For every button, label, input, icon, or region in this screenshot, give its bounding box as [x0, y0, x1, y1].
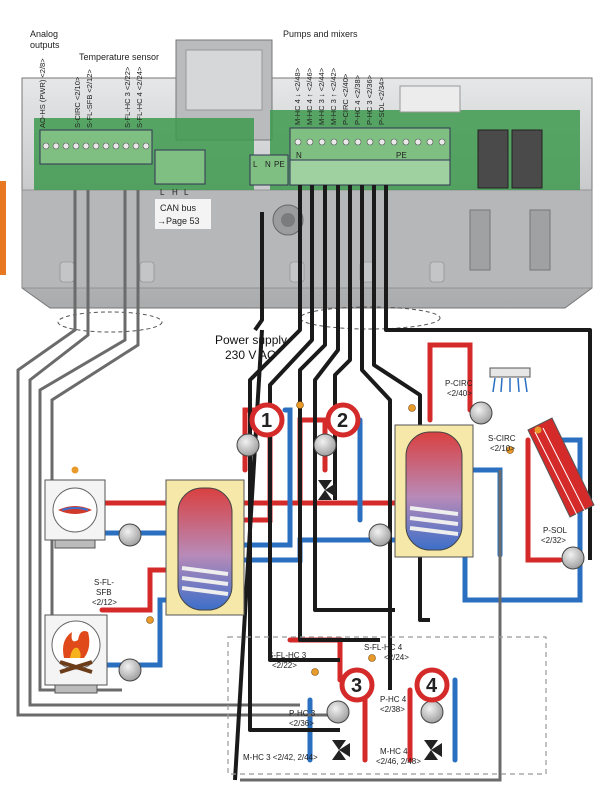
- label-m-hc4: M-HC 4: [380, 747, 408, 756]
- terminal-label-m-hc3-down: M-HC 3 ↓ <2/44>: [317, 67, 326, 125]
- can-bus-page-ref: →Page 53: [157, 216, 200, 226]
- label-p-hc4-ref: <2/38>: [380, 705, 405, 714]
- solid-fuel-boiler: [44, 614, 108, 694]
- label-p-hc3: P-HC 3: [289, 709, 316, 718]
- can-letter-h: H: [172, 188, 178, 197]
- can-letter-l2: L: [184, 188, 189, 197]
- gas-boiler: [44, 466, 106, 549]
- terminal-label-s-fl-sfb: S-FL-SFB <2/12>: [85, 69, 94, 128]
- controller-housing: [21, 39, 593, 309]
- label-s-fl-hc3: S-FL-HC 3: [268, 651, 307, 660]
- buffer-tank: [165, 479, 245, 616]
- label-s-circ-ref: <2/10>: [490, 444, 515, 453]
- pump-icons: [118, 401, 585, 724]
- label-p-circ-ref: <2/40>: [447, 389, 472, 398]
- orange-side-bar: [0, 181, 6, 275]
- label-s-fl-hc4: S-FL-HC 4: [364, 643, 403, 652]
- label-s-circ: S-CIRC: [488, 434, 516, 443]
- terminal-label-s-fl-hc4: S-FL-HC 4 <2/24>: [135, 66, 144, 128]
- relay-block: [477, 129, 509, 189]
- label-p-sol-ref: <2/32>: [541, 536, 566, 545]
- control-cables: [233, 185, 592, 781]
- label-p-hc4: P-HC 4: [380, 695, 407, 704]
- terminal-label-s-circ: S-CIRC <2/10>: [73, 76, 82, 128]
- temperature-sensor-heading: Temperature sensor: [79, 52, 159, 62]
- circuit-rings: [249, 402, 450, 703]
- circuit-number-1: 1: [261, 410, 272, 432]
- circuit-number-4: 4: [426, 675, 438, 697]
- dhw-tank: [394, 424, 474, 558]
- analog-outputs-heading: Analog: [30, 29, 58, 39]
- label-p-sol: P-SOL: [543, 526, 568, 535]
- power-supply-label: Power supply: [215, 333, 287, 347]
- mains-letter-pe: PE: [274, 160, 285, 169]
- analog-outputs-heading-2: outputs: [30, 40, 60, 50]
- terminal-label-m-hc3-up: M-HC 3 ↑ <2/42>: [329, 67, 338, 125]
- terminal-label-ao-hs: AO-HS (PWR) <2/8>: [38, 58, 47, 128]
- terminal-label-p-circ: P-CIRC <2/40>: [341, 73, 350, 125]
- cable-entry-marker-left: [57, 311, 163, 333]
- terminal-label-p-hc4: P-HC 4 <2/38>: [353, 74, 362, 125]
- can-letter-l1: L: [160, 188, 165, 197]
- can-bus-label: CAN bus: [160, 203, 197, 213]
- label-s-fl-hc3-ref: <2/22>: [272, 661, 297, 670]
- terminal-label-s-fl-hc3: S-FL-HC 3 <2/22>: [123, 66, 132, 128]
- mixing-valve-icons: [318, 480, 442, 760]
- mains-terminal-strip: [249, 154, 289, 186]
- label-s-fl-sfb-2: SFB: [96, 588, 112, 597]
- heating-circuit-frame: [227, 636, 547, 775]
- circuit-number-3: 3: [351, 675, 362, 697]
- terminal-label-p-sol: P-SOL <2/34>: [377, 77, 386, 125]
- label-s-fl-sfb-ref: <2/12>: [92, 598, 117, 607]
- output-letter-pe: PE: [396, 151, 407, 160]
- label-p-circ: P-CIRC: [445, 379, 473, 388]
- mains-letter-n: N: [265, 160, 271, 169]
- terminal-label-m-hc4-down: M-HC 4 ↓ <2/48>: [293, 67, 302, 125]
- terminal-label-m-hc4-up: M-HC 4 ↑ <2/46>: [305, 67, 314, 125]
- label-s-fl-sfb: S-FL-: [94, 578, 114, 587]
- terminal-label-p-hc3: P-HC 3 <2/36>: [365, 74, 374, 125]
- cable-entry-marker-right: [299, 306, 441, 330]
- power-supply-voltage: 230 V AC: [225, 348, 276, 362]
- mains-letter-l: L: [253, 160, 258, 169]
- sensor-dots: [146, 401, 514, 676]
- label-m-hc3: M-HC 3 <2/42, 2/44>: [243, 753, 318, 762]
- circuit-number-2: 2: [337, 410, 348, 432]
- label-m-hc4-ref: <2/46, 2/48>: [376, 757, 421, 766]
- output-letter-n: N: [296, 151, 302, 160]
- solar-collector-icon: [527, 417, 595, 518]
- pumps-and-mixers-heading: Pumps and mixers: [283, 29, 358, 39]
- shower-head-icon: [489, 367, 531, 393]
- label-p-hc3-ref: <2/36>: [289, 719, 314, 728]
- label-s-fl-hc4-ref: <2/24>: [384, 653, 409, 662]
